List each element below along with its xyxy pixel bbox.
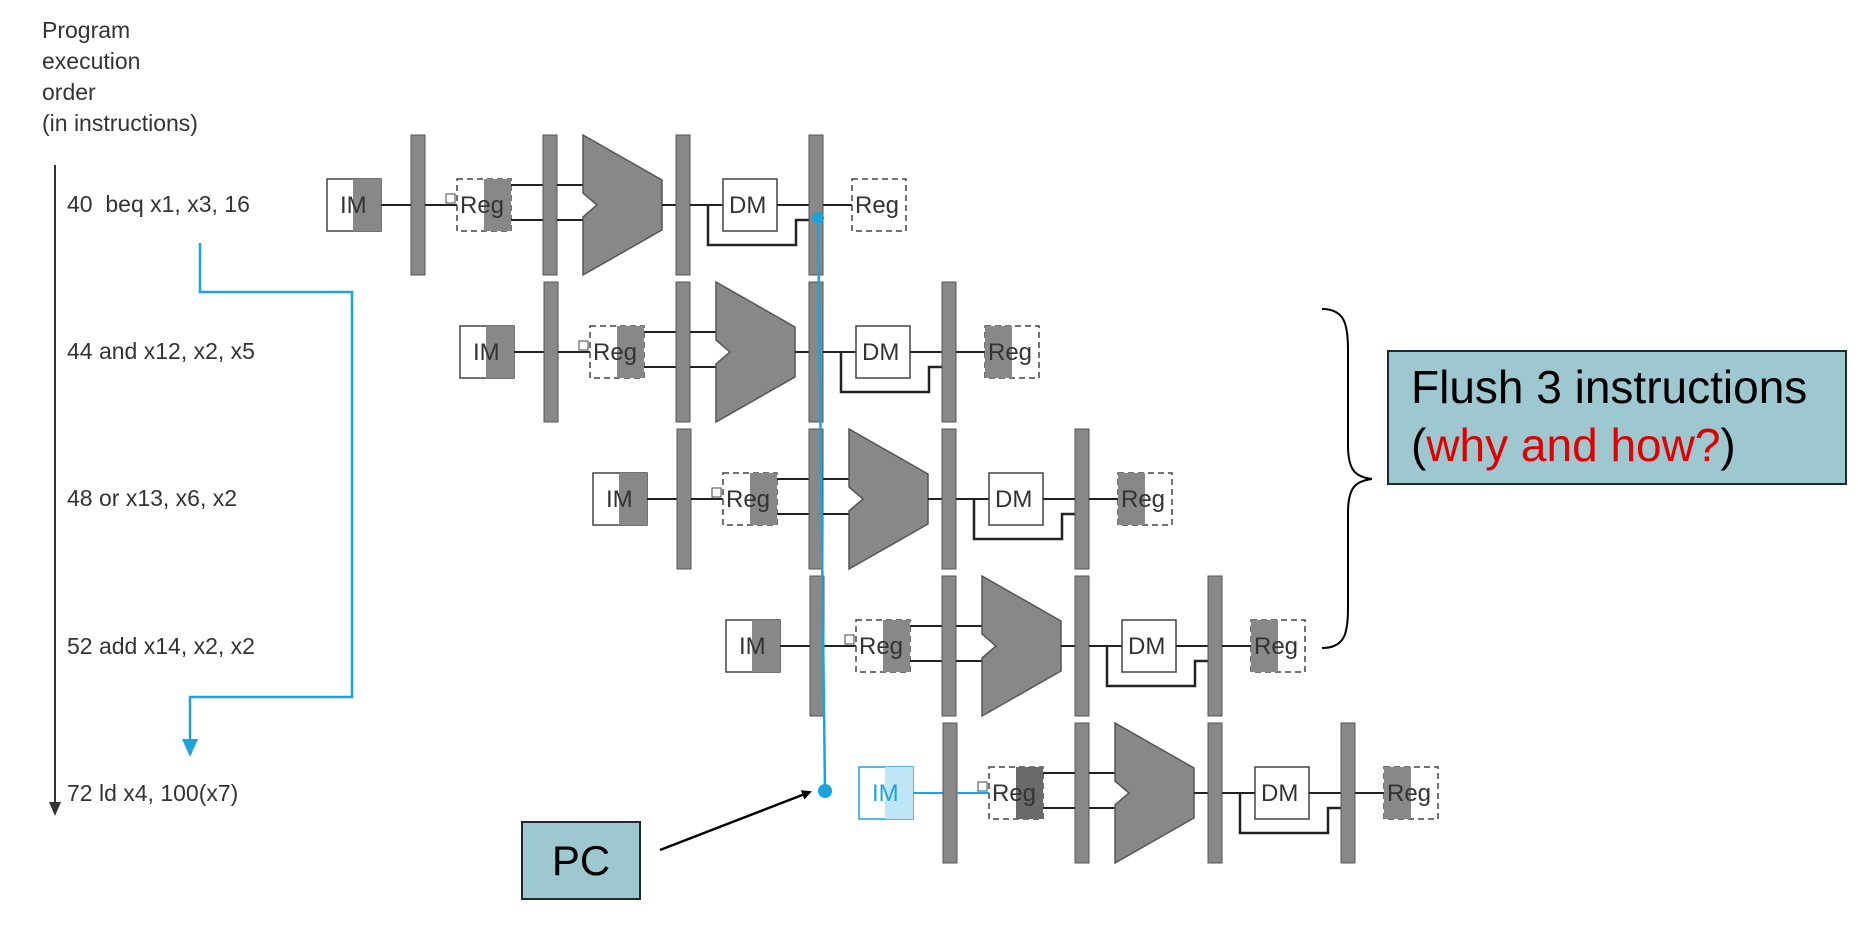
pc-label-box: PC	[521, 821, 641, 900]
flush-brace	[1321, 308, 1373, 649]
row1-dm-box	[722, 178, 778, 232]
axis-label-line-2: execution	[42, 48, 140, 74]
row4-reg-write-label: Reg	[1254, 633, 1298, 660]
row4-reg-read-shade	[883, 620, 910, 672]
row1-pipe-reg-4	[808, 134, 824, 276]
flush-callout-open: (	[1411, 419, 1427, 471]
flush-callout-line-2: (why and how?)	[1411, 416, 1845, 474]
row3-pipe-reg-1	[676, 428, 692, 570]
row3-reg-small-box	[711, 487, 722, 498]
row2-pipe-reg-1	[543, 281, 559, 423]
row4-im-shade	[752, 620, 780, 672]
axis-label-line-4: (in instructions)	[42, 110, 198, 136]
row5-im-label: IM	[872, 780, 899, 807]
pc-dest-dot	[818, 784, 832, 798]
row1-reg-small-box	[445, 193, 456, 204]
flush-callout: Flush 3 instructions (why and how?)	[1387, 350, 1847, 485]
row2-reg-read-label: Reg	[593, 339, 637, 366]
row2-pipe-reg-4	[941, 281, 957, 423]
row2-im-shade	[486, 326, 514, 378]
row4-reg-read-label: Reg	[859, 633, 903, 660]
branch-target-arrowhead	[182, 739, 198, 757]
row1-dm-label: DM	[729, 192, 766, 219]
row2-alu	[715, 280, 796, 424]
row5-im-shade	[885, 767, 913, 819]
instruction-label-3: 48 or x13, x6, x2	[67, 485, 237, 511]
row5-dm-box	[1254, 766, 1310, 820]
row5-reg-write-label: Reg	[1387, 780, 1431, 807]
row4-dm-box	[1121, 619, 1177, 673]
row4-dm-label: DM	[1128, 633, 1165, 660]
axis-label-line-1: Program	[42, 17, 130, 43]
row2-wire-dm-bypass	[839, 352, 942, 394]
row2-im-label: IM	[473, 339, 500, 366]
row3-reg-read-label: Reg	[726, 486, 770, 513]
row3-reg-write-shade	[1118, 473, 1145, 525]
row4-wire-dm-bypass	[1105, 646, 1208, 688]
instruction-label-1: 40 beq x1, x3, 16	[67, 191, 250, 217]
row3-reg-write-label: Reg	[1121, 486, 1165, 513]
row4-reg-small-box	[844, 634, 855, 645]
row1-reg-write-box	[851, 178, 907, 232]
row5-reg-read-label: Reg	[992, 780, 1036, 807]
row1-im-shade	[353, 179, 381, 231]
row1-alu	[582, 133, 663, 277]
row3-pipe-reg-4	[1074, 428, 1090, 570]
row5-pipe-reg-3	[1207, 722, 1223, 864]
row5-pipe-reg-4	[1340, 722, 1356, 864]
instruction-label-4: 52 add x14, x2, x2	[67, 633, 255, 659]
flush-callout-line-1: Flush 3 instructions	[1411, 361, 1808, 413]
row3-pipe-reg-2	[808, 428, 824, 570]
row1-reg-write-label: Reg	[855, 192, 899, 219]
row3-im-label: IM	[606, 486, 633, 513]
row3-reg-read-shade	[750, 473, 777, 525]
row5-pipe-reg-2	[1074, 722, 1090, 864]
row4-im-label: IM	[739, 633, 766, 660]
row4-pipe-reg-4	[1207, 575, 1223, 717]
row1-pipe-reg-1	[410, 134, 426, 276]
row1-reg-read-label: Reg	[460, 192, 504, 219]
row4-alu	[981, 574, 1062, 718]
row5-pipe-reg-1	[942, 722, 958, 864]
row3-dm-box	[988, 472, 1044, 526]
row2-pipe-reg-2	[675, 281, 691, 423]
pc-pointer-arrow	[659, 790, 812, 852]
flush-callout-close: )	[1720, 419, 1736, 471]
row1-im-label: IM	[340, 192, 367, 219]
row2-dm-box	[855, 325, 911, 379]
row1-pipe-reg-2	[542, 134, 558, 276]
row1-wire-dm-bypass	[706, 205, 809, 247]
row5-dm-label: DM	[1261, 780, 1298, 807]
order-axis-arrowhead	[49, 802, 61, 816]
row2-reg-write-label: Reg	[988, 339, 1032, 366]
row2-dm-label: DM	[862, 339, 899, 366]
row5-wire-dm-bypass	[1238, 793, 1341, 835]
instruction-label-5: 72 ld x4, 100(x7)	[67, 780, 238, 806]
row5-reg-read-shade	[1016, 767, 1043, 819]
row3-pipe-reg-3	[941, 428, 957, 570]
row2-reg-write-shade	[985, 326, 1012, 378]
row4-reg-write-shade	[1251, 620, 1278, 672]
pc-update-line	[816, 217, 827, 792]
row3-alu	[848, 427, 929, 571]
branch-target-path	[188, 243, 354, 742]
axis-label-line-3: order	[42, 79, 96, 105]
row2-reg-small-box	[578, 340, 589, 351]
row1-pipe-reg-3	[675, 134, 691, 276]
row4-pipe-reg-3	[1074, 575, 1090, 717]
pc-source-dot	[812, 212, 824, 224]
flush-callout-highlight: why and how?	[1426, 419, 1721, 471]
row5-alu	[1114, 721, 1195, 865]
row4-pipe-reg-2	[941, 575, 957, 717]
instruction-label-2: 44 and x12, x2, x5	[67, 338, 255, 364]
row3-dm-label: DM	[995, 486, 1032, 513]
row3-wire-dm-bypass	[972, 499, 1075, 541]
row5-reg-small-box	[977, 781, 988, 792]
row5-reg-write-shade	[1384, 767, 1411, 819]
row1-reg-read-shade	[484, 179, 511, 231]
row2-reg-read-shade	[617, 326, 644, 378]
row3-im-shade	[619, 473, 647, 525]
